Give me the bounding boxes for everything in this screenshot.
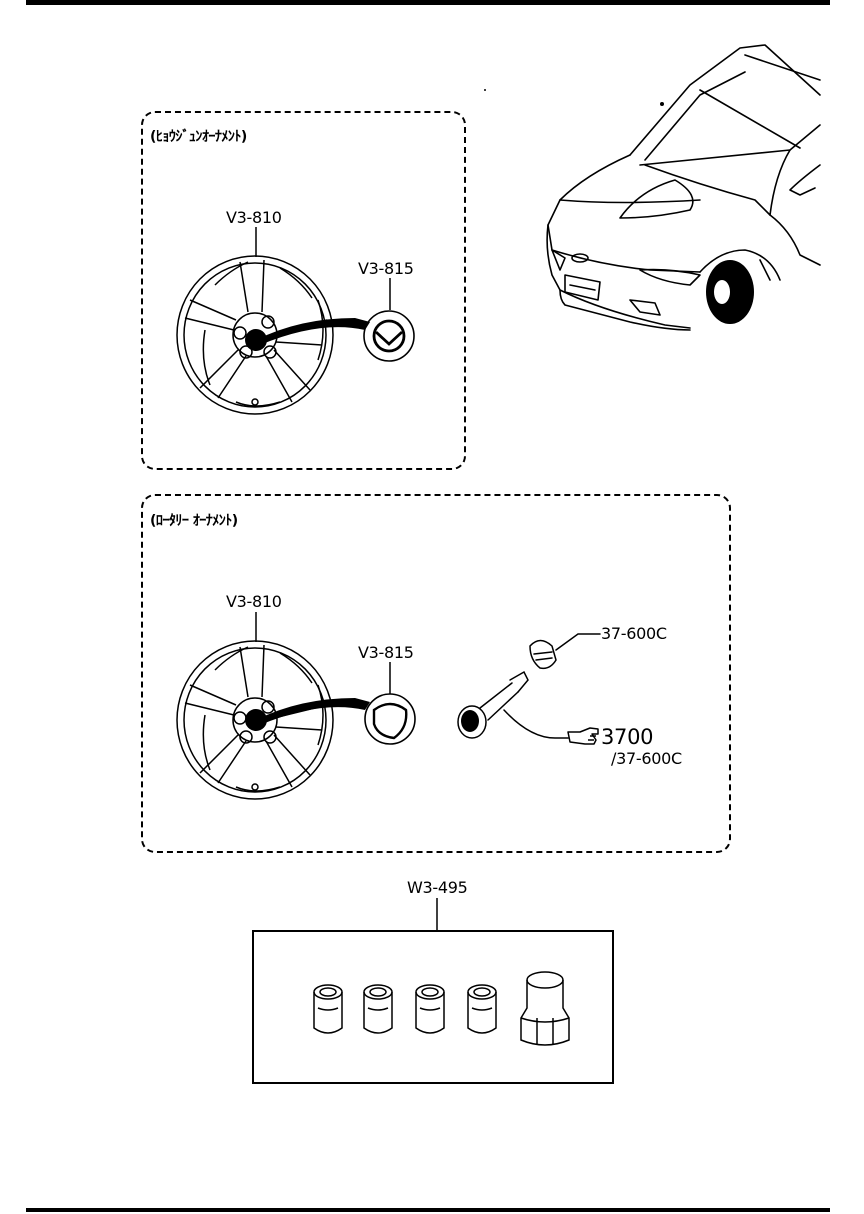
ref-number-label: 3700 — [601, 725, 654, 749]
lock-nut-set-box — [252, 930, 614, 1084]
rotary-ornament-section — [141, 494, 731, 853]
lock-nut-part-label: W3-495 — [407, 878, 468, 897]
rotary-ornament-title: (ﾛｰﾀﾘｰ ｵｰﾅﾒﾝﾄ) — [150, 513, 238, 529]
wheel-part-label-b: V3-810 — [226, 592, 282, 611]
standard-ornament-title: (ﾋｮｳｼﾞｭﾝｵｰﾅﾒﾝﾄ) — [150, 129, 247, 145]
standard-ornament-section — [141, 111, 466, 470]
ref-sub-label: /37-600C — [611, 749, 682, 768]
ornament-part-label-b: V3-815 — [358, 643, 414, 662]
top-rule — [26, 0, 830, 5]
bottom-rule — [26, 1208, 830, 1212]
ornament-part-label-a: V3-815 — [358, 259, 414, 278]
wheel-part-label-a: V3-810 — [226, 208, 282, 227]
valve-cap-part-label: 37-600C — [601, 624, 667, 643]
